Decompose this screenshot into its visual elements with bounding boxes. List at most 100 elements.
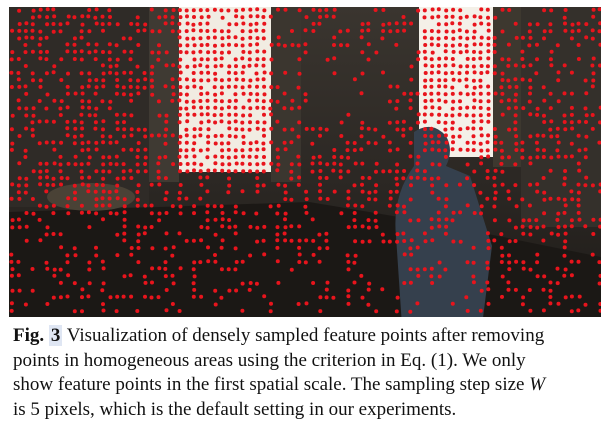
feature-point — [122, 238, 127, 243]
feature-point — [548, 280, 553, 285]
feature-point — [192, 204, 197, 209]
feature-point — [114, 189, 119, 194]
feature-point — [192, 168, 196, 173]
feature-point — [87, 50, 92, 55]
feature-point — [51, 232, 56, 236]
feature-point — [520, 224, 525, 229]
feature-point — [240, 281, 245, 286]
feature-point — [548, 29, 553, 34]
feature-point — [374, 169, 378, 174]
feature-point — [576, 210, 581, 215]
feature-point — [513, 92, 518, 97]
feature-point — [227, 176, 231, 181]
feature-point — [317, 154, 322, 159]
feature-point — [192, 43, 197, 48]
feature-point — [395, 147, 400, 152]
feature-point — [128, 84, 133, 89]
feature-point — [304, 301, 309, 306]
feature-point — [136, 141, 141, 145]
feature-point — [44, 169, 49, 173]
feature-point — [65, 133, 70, 138]
feature-point — [23, 155, 28, 159]
feature-point — [10, 113, 15, 118]
feature-point — [422, 267, 427, 272]
feature-point — [240, 15, 245, 20]
feature-point — [352, 148, 357, 153]
feature-point — [388, 196, 393, 201]
feature-point — [262, 120, 267, 125]
feature-point — [577, 148, 582, 153]
feature-point — [101, 50, 105, 54]
feature-point — [535, 133, 540, 138]
feature-point — [506, 189, 511, 194]
feature-point — [80, 148, 85, 153]
feature-point — [359, 134, 364, 139]
feature-point — [164, 211, 169, 215]
feature-point — [576, 190, 581, 195]
feature-point — [360, 189, 365, 194]
feature-point — [248, 78, 253, 83]
feature-point — [177, 21, 182, 26]
feature-point — [45, 175, 49, 180]
feature-point — [233, 267, 238, 272]
feature-point — [128, 78, 133, 83]
feature-point — [94, 203, 99, 208]
feature-point — [556, 78, 561, 83]
feature-point — [387, 120, 392, 125]
feature-point — [597, 7, 601, 12]
feature-point — [429, 84, 434, 89]
feature-point — [465, 140, 470, 145]
feature-point — [521, 266, 526, 271]
feature-point — [332, 161, 337, 166]
feature-point — [72, 42, 77, 47]
feature-point — [65, 105, 70, 110]
feature-point — [234, 127, 239, 132]
feature-point — [199, 85, 204, 90]
feature-point — [303, 50, 308, 55]
feature-point — [457, 21, 462, 26]
feature-point — [240, 148, 245, 153]
feature-point — [555, 134, 560, 139]
feature-point — [409, 91, 414, 96]
feature-point — [115, 84, 120, 89]
feature-point — [556, 70, 561, 75]
feature-point — [535, 252, 540, 257]
feature-point — [542, 36, 546, 41]
feature-point — [563, 21, 567, 26]
feature-point — [570, 22, 575, 27]
feature-point — [255, 36, 260, 41]
feature-point — [30, 127, 35, 132]
feature-point — [122, 204, 127, 209]
feature-point — [219, 85, 224, 90]
feature-point — [163, 155, 168, 159]
feature-point — [381, 239, 386, 244]
feature-point — [227, 162, 232, 167]
feature-point — [366, 225, 371, 230]
feature-point — [422, 35, 427, 40]
feature-point — [38, 169, 43, 174]
feature-point — [65, 49, 70, 54]
feature-point — [507, 253, 511, 258]
feature-point — [205, 218, 210, 223]
feature-point — [527, 288, 532, 292]
feature-point — [171, 245, 176, 250]
feature-point — [80, 85, 85, 90]
feature-point — [486, 36, 491, 41]
feature-point — [185, 169, 190, 174]
feature-point — [429, 70, 434, 75]
feature-point — [178, 266, 183, 271]
feature-point — [499, 140, 504, 145]
feature-point — [443, 148, 448, 153]
feature-point — [451, 99, 456, 104]
feature-point — [367, 190, 372, 195]
feature-point — [115, 176, 120, 181]
feature-point — [261, 36, 266, 41]
feature-point — [465, 162, 470, 167]
feature-point — [576, 21, 581, 26]
feature-point — [206, 35, 211, 40]
feature-point — [430, 140, 435, 145]
feature-point — [283, 190, 288, 195]
feature-point — [520, 148, 525, 153]
feature-point — [450, 91, 455, 96]
feature-point — [401, 133, 406, 138]
